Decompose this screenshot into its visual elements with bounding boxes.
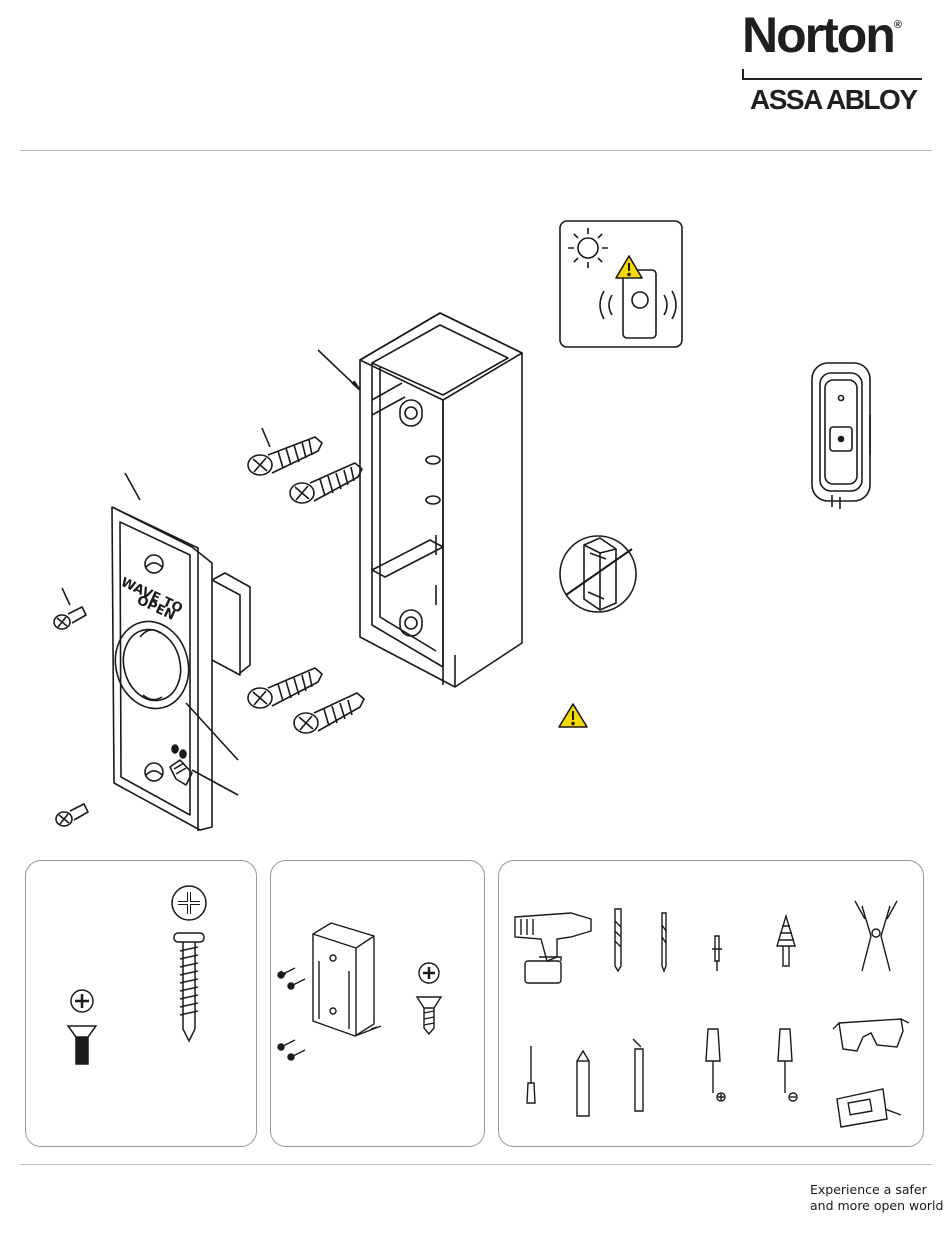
tape-measure-icon bbox=[837, 1089, 901, 1127]
screwdriver-icon bbox=[706, 1029, 725, 1101]
exploded-view-illustration: WAVE TO OPEN bbox=[0, 155, 950, 855]
tools-illustration bbox=[499, 861, 923, 1146]
footer-rule bbox=[20, 1164, 932, 1165]
backbox-screws bbox=[278, 968, 305, 1060]
screws-illustration bbox=[26, 861, 256, 1146]
sensor-advisory-box bbox=[560, 221, 682, 347]
warning-icon bbox=[559, 704, 587, 727]
tools-required-panel bbox=[498, 860, 924, 1147]
brand-name: Norton bbox=[742, 7, 894, 63]
pencil-icon bbox=[577, 1051, 589, 1116]
marker-icon bbox=[633, 1039, 643, 1111]
self-tapping-screw bbox=[248, 668, 322, 708]
self-tapping-screw bbox=[290, 463, 362, 503]
tagline-line1: Experience a safer bbox=[810, 1182, 943, 1198]
header-rule bbox=[20, 150, 932, 151]
leader-line bbox=[262, 428, 270, 447]
logo-divider bbox=[742, 69, 922, 80]
surface-backbox bbox=[360, 313, 522, 687]
hardware-screws-panel bbox=[25, 860, 257, 1147]
wave-to-open-faceplate bbox=[106, 507, 250, 831]
leader-line bbox=[125, 473, 140, 500]
norton-logo: Norton® bbox=[742, 6, 942, 72]
driver-bit-icon bbox=[712, 936, 722, 971]
drill-bit-icon bbox=[615, 909, 621, 971]
touchless-sensor-device bbox=[812, 363, 870, 509]
parent-brand: ASSA ABLOY bbox=[750, 84, 917, 116]
tagline-line2: and more open world bbox=[810, 1198, 943, 1214]
self-tapping-screw bbox=[248, 437, 322, 475]
sun-icon bbox=[568, 228, 608, 268]
screwdriver-icon bbox=[778, 1029, 797, 1101]
self-tapping-screw bbox=[294, 693, 364, 733]
no-mount-icon bbox=[560, 536, 636, 612]
stepped-drill-bit-icon bbox=[777, 916, 795, 966]
leader-line bbox=[62, 588, 70, 605]
drill-icon bbox=[515, 913, 591, 983]
machine-screw bbox=[54, 607, 86, 629]
safety-glasses-icon bbox=[833, 1019, 909, 1051]
pliers-icon bbox=[855, 901, 897, 971]
backbox-kit-panel bbox=[270, 860, 485, 1147]
registered-mark: ® bbox=[894, 19, 902, 31]
warning-icon bbox=[616, 256, 642, 278]
screwdriver-icon bbox=[527, 1046, 535, 1103]
footer-tagline: Experience a safer and more open world bbox=[810, 1182, 943, 1214]
drill-bit-icon bbox=[662, 913, 666, 971]
sensor-outline bbox=[623, 270, 656, 338]
machine-screw bbox=[56, 804, 88, 826]
backbox-kit-illustration bbox=[271, 861, 484, 1146]
